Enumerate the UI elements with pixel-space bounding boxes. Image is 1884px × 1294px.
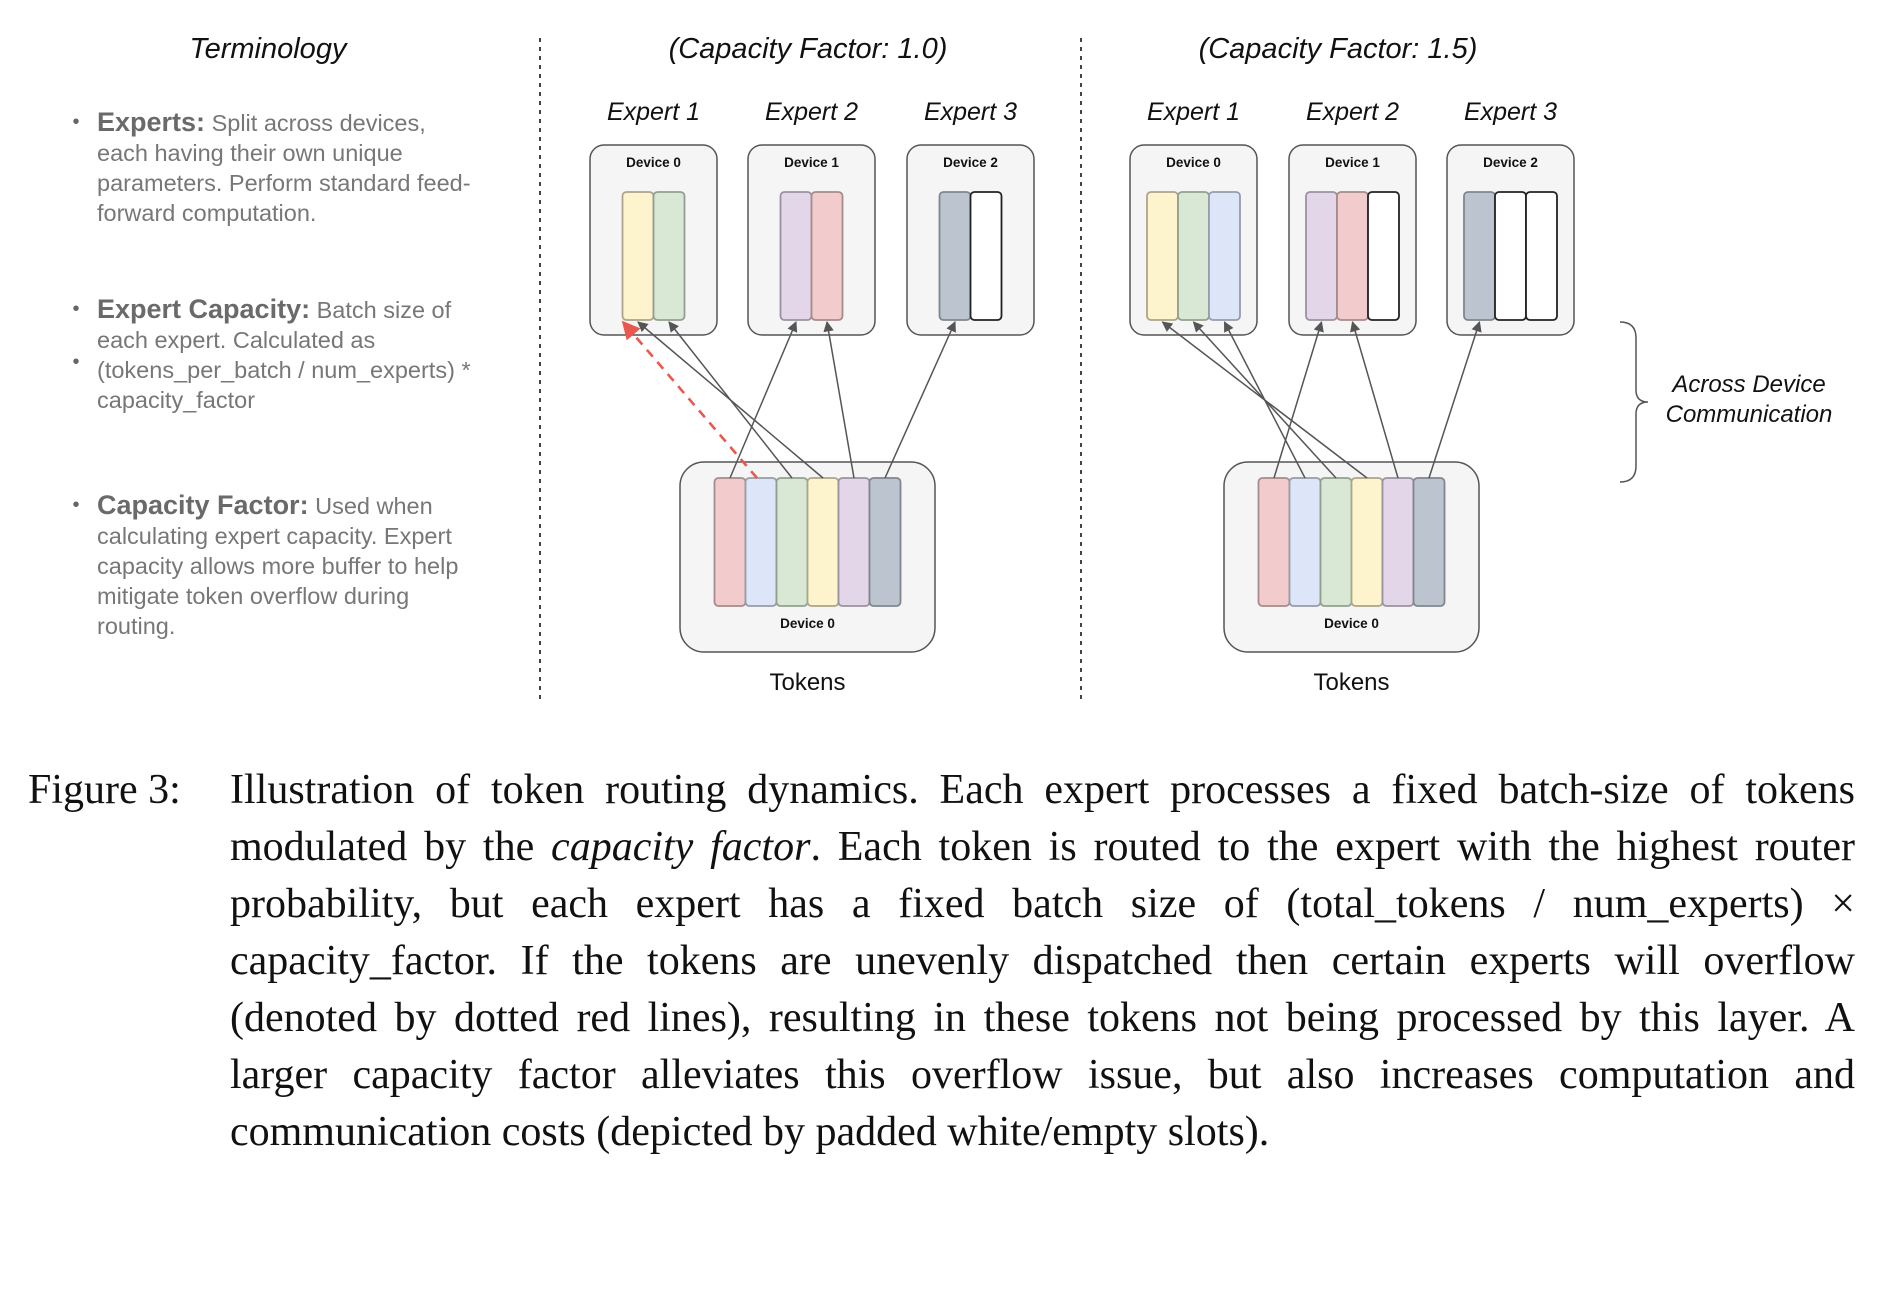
token-device-label: Device 0 [780, 616, 835, 631]
terminology-item-line: Capacity Factor: Used when [97, 490, 433, 520]
expert-label: Expert 1 [607, 98, 700, 126]
expert-slot [1146, 191, 1179, 321]
terminology-term: Expert Capacity: [97, 294, 310, 324]
empty-slot [969, 191, 1003, 321]
expert-slot [1305, 191, 1338, 321]
caption-emphasis: capacity factor [551, 824, 811, 870]
terminology-item-line: Experts: Split across devices, [97, 107, 426, 137]
token-slot [713, 477, 747, 607]
token-slot [744, 477, 778, 607]
route-arrow [1350, 320, 1399, 479]
route-arrow [1273, 320, 1324, 479]
tokens-label: Tokens [1313, 669, 1389, 696]
token-slot [1319, 477, 1353, 607]
expert-label: Expert 2 [765, 98, 858, 126]
expert-slot [938, 191, 972, 321]
panel-title: (Capacity Factor: 1.0) [669, 33, 948, 65]
route-arrow [884, 321, 956, 479]
route-arrow [1161, 321, 1368, 479]
caption-text-1: Illustration of token routing dynamics. … [230, 767, 1855, 870]
expert-device-label: Device 0 [626, 155, 681, 170]
terminology-text: each expert. Calculated as [97, 327, 375, 353]
terminology-text: forward computation. [97, 200, 316, 226]
expert-label: Expert 3 [1464, 98, 1557, 126]
expert-device-label: Device 1 [784, 155, 839, 170]
expert-device-label: Device 0 [1166, 155, 1221, 170]
expert-label: Expert 1 [1147, 98, 1240, 126]
terminology-text: Batch size of [310, 297, 452, 323]
empty-slot [1525, 191, 1558, 321]
terminology-term: Experts: [97, 107, 205, 137]
token-slot [1257, 477, 1291, 607]
token-slot [1412, 477, 1446, 607]
token-slot [837, 477, 871, 607]
brace-label-line: Communication [1666, 401, 1833, 428]
terminology-text: (tokens_per_batch / num_experts) * [97, 357, 471, 383]
token-slot [1381, 477, 1415, 607]
token-slot [1288, 477, 1322, 607]
expert-label: Expert 3 [924, 98, 1017, 126]
terminology-text: capacity_factor [97, 387, 255, 413]
tokens-label: Tokens [769, 669, 845, 696]
routing-diagram: Terminology • Experts: Split across device… [72, 33, 1833, 700]
brace-label-line: Across Device [1670, 371, 1825, 398]
expert-slot [652, 191, 686, 321]
token-device-label: Device 0 [1324, 616, 1379, 631]
route-arrow [637, 321, 824, 479]
terminology-text: parameters. Perform standard feed- [97, 170, 471, 196]
expert-slot [779, 191, 813, 321]
terminology-text: capacity allows more buffer to help [97, 553, 458, 579]
terminology-text: mitigate token overflow during [97, 583, 409, 609]
expert-slot [1336, 191, 1369, 321]
expert-slot [1208, 191, 1241, 321]
terminology-text: each having their own unique [97, 140, 403, 166]
expert-slot [1177, 191, 1210, 321]
empty-slot [1367, 191, 1400, 321]
bullet-dot: • [72, 351, 79, 373]
terminology-text: calculating expert capacity. Expert [97, 523, 452, 549]
terminology-text: routing. [97, 613, 175, 639]
expert-device-label: Device 2 [943, 155, 998, 170]
expert-slot [1463, 191, 1496, 321]
token-slot [806, 477, 840, 607]
route-arrow [1428, 321, 1482, 479]
expert-slot [810, 191, 844, 321]
caption-label: Figure 3: [28, 767, 181, 813]
bullet-dot: • [72, 298, 79, 320]
token-slot [1350, 477, 1384, 607]
caption-body: Illustration of token routing dynamics. … [230, 762, 1855, 1161]
panel-title: (Capacity Factor: 1.5) [1199, 33, 1478, 65]
token-slot [868, 477, 902, 607]
terminology-text: Split across devices, [205, 110, 426, 136]
empty-slot [1494, 191, 1527, 321]
overflow-route-arrow [621, 320, 758, 479]
expert-label: Expert 2 [1306, 98, 1399, 126]
token-slot [775, 477, 809, 607]
bullet-dot: • [72, 494, 79, 516]
terminology-text: Used when [309, 493, 433, 519]
expert-slot [621, 191, 655, 321]
terminology-item-line: Expert Capacity: Batch size of [97, 294, 452, 324]
communication-brace [1619, 321, 1649, 483]
terminology-title: Terminology [190, 33, 348, 65]
terminology-term: Capacity Factor: [97, 490, 309, 520]
caption-text-2: . Each token is routed to the expert wit… [230, 824, 1855, 1155]
route-arrow [823, 320, 855, 479]
route-arrow [729, 321, 798, 479]
expert-device-label: Device 2 [1483, 155, 1538, 170]
expert-device-label: Device 1 [1325, 155, 1380, 170]
bullet-dot: • [72, 111, 79, 133]
